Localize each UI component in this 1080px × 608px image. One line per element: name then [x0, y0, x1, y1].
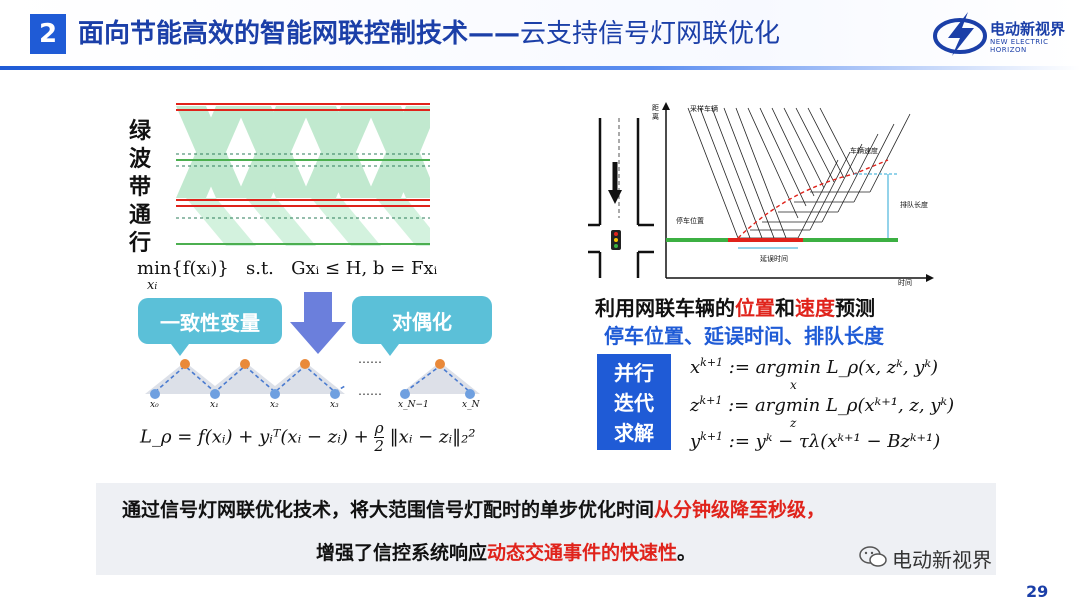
pill-right-pointer-icon: [378, 340, 402, 356]
min-subscript-x: x: [147, 278, 155, 293]
min-subscript-i: i: [154, 282, 158, 292]
chain-dots-bottom: ……: [358, 384, 382, 398]
caption1-speed: 速度: [795, 296, 835, 320]
vtitle-char: 通: [128, 203, 151, 228]
logo-tagline: NEW ELECTRIC HORIZON: [990, 38, 1049, 54]
caption1-position: 位置: [735, 296, 775, 320]
admm-x-update: xk+1 := argmin L_ρ(x, zᵏ, yᵏ): [690, 356, 938, 378]
admm-y-update: yk+1 := yᵏ − τλ(xᵏ⁺¹ − Bzᵏ⁺¹): [690, 430, 940, 452]
norm-term: ‖xᵢ − zᵢ‖₂²: [389, 426, 476, 448]
summary-line-1: 通过信号灯网联优化技术，将大范围信号灯配时的单步优化时间从分钟级降至秒级，: [122, 495, 825, 522]
eq2-rhs: := argmin L_ρ(xᵏ⁺¹, z, yᵏ): [728, 395, 955, 416]
chain-dots-top: ……: [358, 352, 382, 366]
page-number: 29: [1026, 582, 1049, 601]
section-number: 2: [30, 14, 66, 54]
eq1-lhs: x: [690, 357, 701, 378]
caption1-pre: 利用网联车辆的: [595, 296, 735, 320]
consistency-variable-pill: 一致性变量: [138, 298, 282, 344]
eq3-sup: k+1: [700, 430, 724, 443]
augmented-lagrangian: L_ρ = f(xᵢ) + yᵢᵀ(xᵢ − zᵢ) + ρ 2 ‖xᵢ − z…: [140, 420, 476, 455]
node-label: x₃: [330, 400, 339, 410]
badge-line: 并行: [614, 361, 654, 385]
min-operator: min: [137, 258, 172, 279]
logo-name: 电动新视界: [990, 20, 1066, 38]
vtitle-char: 绿: [128, 119, 151, 144]
delay-time-label: 延误时间: [760, 255, 788, 263]
summary-l1-highlight: 从分钟级降至秒级，: [654, 499, 826, 521]
sample-vehicle-label: 采样车辆: [690, 105, 718, 113]
node-label: x_N: [462, 400, 480, 410]
eq2-sup: k+1: [699, 394, 723, 407]
eq1-sup: k+1: [700, 356, 724, 369]
dualization-pill: 对偶化: [352, 296, 492, 344]
caption1-and: 和: [775, 296, 795, 320]
consensus-chain-diagram: [145, 359, 480, 399]
traffic-prediction-diagram: [588, 100, 940, 288]
vtitle-char: 行: [128, 231, 151, 256]
summary-l2-highlight: 动态交通事件的快速性: [487, 542, 678, 564]
rho-fraction: ρ 2: [374, 420, 384, 455]
node-label: x_N−1: [398, 400, 429, 410]
axis-x-label: 时间: [898, 279, 912, 287]
admm-z-update: zk+1 := argmin L_ρ(xᵏ⁺¹, z, yᵏ): [690, 394, 954, 416]
node-label: x₁: [210, 400, 219, 410]
objective-term: {f(xᵢ)}: [171, 258, 229, 279]
vtitle-char: 带: [128, 175, 151, 200]
vehicle-speed-label: 车辆速度: [850, 147, 878, 155]
summary-box: [96, 483, 996, 575]
summary-line-2: 增强了信控系统响应动态交通事件的快速性。: [316, 538, 696, 565]
fraction-denominator: 2: [374, 437, 384, 455]
subject-to-label: s.t.: [245, 258, 274, 279]
badge-line: 求解: [614, 421, 654, 445]
summary-l2-text: 增强了信控系统响应: [316, 542, 488, 564]
node-label: x₀: [150, 400, 159, 410]
title-subtitle: 云支持信号灯网联优化: [520, 19, 781, 49]
axis-y-label: 距离: [652, 104, 659, 121]
fraction-numerator: ρ: [374, 419, 384, 438]
prediction-targets: 停车位置、延误时间、排队长度: [604, 324, 884, 348]
eq3-rhs: := yᵏ − τλ(xᵏ⁺¹ − Bzᵏ⁺¹): [728, 431, 941, 452]
summary-l2-end: 。: [677, 542, 697, 564]
header-divider: [0, 66, 1080, 70]
page-title: 面向节能高效的智能网联控制技术——云支持信号灯网联优化: [78, 14, 780, 54]
node-label: x₂: [270, 400, 279, 410]
summary-l1-text: 通过信号灯网联优化技术，将大范围信号灯配时的单步优化时间: [122, 499, 655, 521]
min-subscript: xi: [147, 278, 157, 293]
prediction-caption: 利用网联车辆的位置和速度预测: [595, 292, 875, 321]
stop-position-label: 停车位置: [676, 217, 704, 225]
optimization-formula: min{f(xᵢ)} s.t. Gxᵢ ≤ H, b = Fxᵢ: [137, 258, 437, 279]
pill-left-pointer-icon: [168, 340, 192, 356]
queue-length-label: 排队长度: [900, 201, 928, 209]
header-bar: [0, 0, 1080, 68]
eq3-lhs: y: [690, 431, 701, 452]
eq1-under: x: [790, 378, 797, 392]
lagrangian-main: L_ρ = f(xᵢ) + yᵢᵀ(xᵢ − zᵢ) +: [140, 426, 375, 448]
down-arrow-icon: [290, 292, 346, 354]
green-wave-diagram: [176, 98, 430, 248]
eq2-under: z: [790, 416, 797, 430]
vtitle-char: 波: [128, 147, 151, 172]
title-main-text: 面向节能高效的智能网联控制技术: [78, 19, 469, 49]
title-dash: ——: [468, 19, 521, 49]
caption1-post: 预测: [835, 296, 875, 320]
eq2-lhs: z: [690, 395, 700, 416]
badge-line: 迭代: [614, 391, 654, 415]
lightning-logo-icon: [933, 12, 987, 56]
constraint-term: Gxᵢ ≤ H, b = Fxᵢ: [291, 258, 438, 279]
green-wave-title: 绿 波 带 通 行: [128, 118, 152, 258]
wechat-icon: [859, 546, 887, 567]
eq1-rhs: := argmin L_ρ(x, zᵏ, yᵏ): [728, 357, 939, 378]
watermark-text: 电动新视界: [892, 548, 992, 572]
parallel-solve-badge: 并行 迭代 求解: [597, 354, 671, 450]
